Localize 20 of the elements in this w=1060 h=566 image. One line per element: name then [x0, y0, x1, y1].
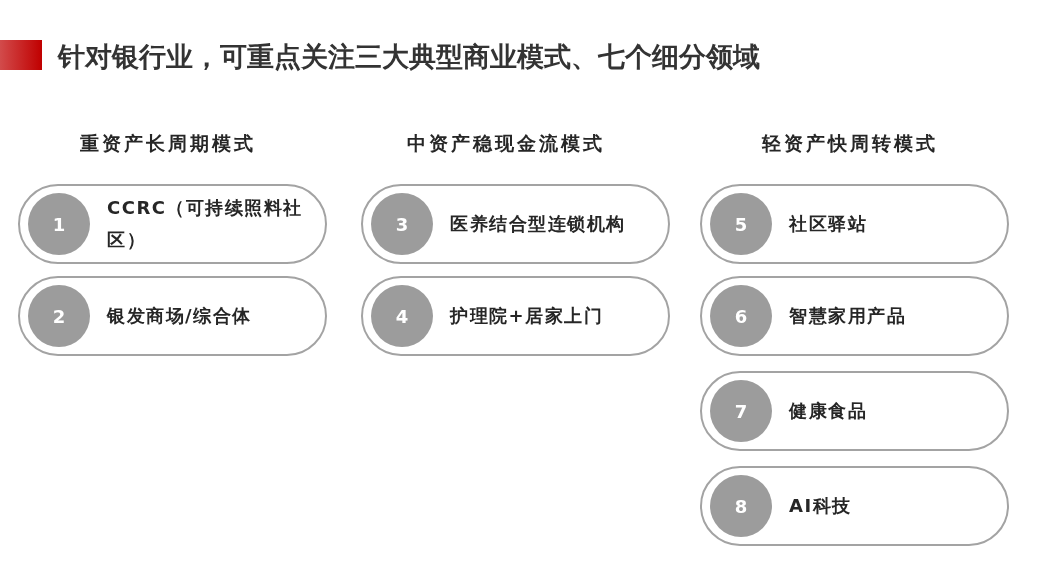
item-label: 健康食品	[789, 399, 867, 423]
number-circle: 2	[28, 285, 90, 347]
column-heading: 轻资产快周转模式	[762, 131, 938, 156]
item-label: 银发商场/综合体	[107, 304, 252, 328]
number-circle: 3	[371, 193, 433, 255]
item-label: 护理院+居家上门	[450, 304, 604, 328]
page-title: 针对银行业，可重点关注三大典型商业模式、七个细分领域	[58, 40, 760, 74]
number-circle: 5	[710, 193, 772, 255]
column-heading: 重资产长周期模式	[80, 131, 256, 156]
number-circle: 1	[28, 193, 90, 255]
number-circle: 6	[710, 285, 772, 347]
column-heading: 中资产稳现金流模式	[407, 131, 605, 156]
item-label: CCRC（可持续照料社区）	[107, 196, 304, 252]
number-circle: 8	[710, 475, 772, 537]
item-label: AI科技	[789, 494, 852, 518]
item-label: 智慧家用产品	[789, 304, 906, 328]
number-circle: 4	[371, 285, 433, 347]
item-label: 社区驿站	[789, 212, 867, 236]
item-label: 医养结合型连锁机构	[450, 212, 626, 236]
number-circle: 7	[710, 380, 772, 442]
